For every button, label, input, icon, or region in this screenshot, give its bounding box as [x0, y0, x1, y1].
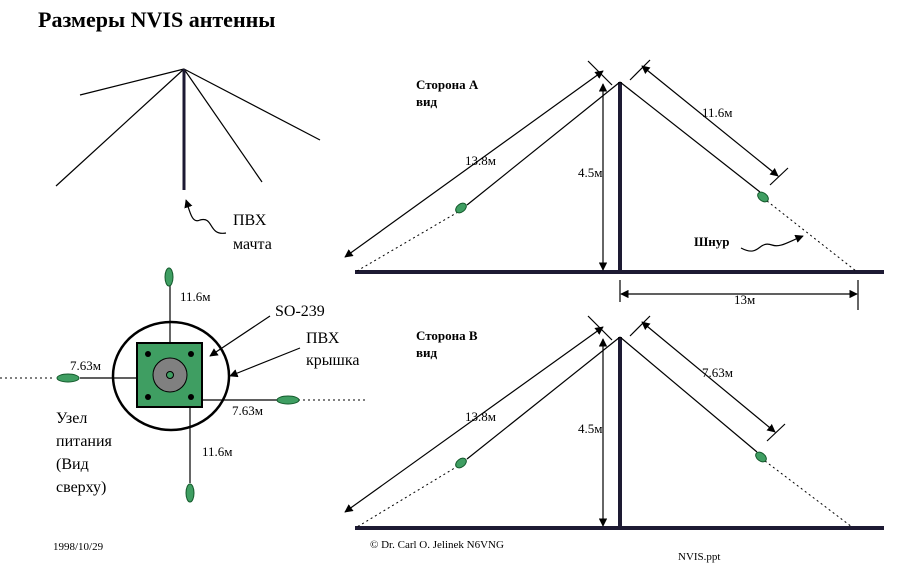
feed-dim-left: 7.63м — [70, 358, 101, 373]
left-element — [466, 336, 621, 460]
side-a-long-dim: 13.8м — [465, 153, 496, 168]
side-b-view: Сторона В вид 13.8м 4.5м 7.63м — [344, 315, 884, 530]
right-dim-arrow — [641, 65, 779, 177]
long-dim-arrow — [344, 326, 604, 513]
footer-copyright: © Dr. Carl O. Jelinek N6VNG — [370, 539, 504, 551]
pvc-cap-outline — [111, 320, 231, 432]
node-label-line4: сверху) — [56, 479, 106, 496]
mount-hole — [145, 351, 151, 357]
node-label-line3: (Вид — [56, 456, 89, 473]
mast-label-line2: мачта — [233, 236, 272, 253]
feed-dim-right: 7.63м — [232, 403, 263, 418]
mount-hole — [145, 394, 151, 400]
mount-hole — [188, 351, 194, 357]
side-a-base-dim: 13м — [734, 292, 755, 307]
footer-file: NVIS.ppt — [678, 551, 720, 563]
side-b-label-line2: вид — [416, 345, 438, 360]
diagram-title: Размеры NVIS антенны — [38, 7, 275, 32]
cord-label: Шнур — [694, 234, 730, 249]
right-element — [619, 336, 758, 453]
insulator — [455, 202, 467, 214]
cap-label-line1: ПВХ — [306, 330, 340, 347]
node-label-line2: питания — [56, 433, 113, 450]
side-a-view: Сторона А вид 13.8м 4.5м 11.6м Шнур 13м — [344, 59, 884, 310]
mount-hole — [188, 394, 194, 400]
insulator — [276, 395, 300, 405]
cap-label-line2: крышка — [306, 352, 359, 369]
left-element — [466, 81, 621, 206]
side-b-long-dim: 13.8м — [465, 409, 496, 424]
node-label-line1: Узел — [56, 410, 87, 427]
side-a-label-line2: вид — [416, 94, 438, 109]
side-b-label-line1: Сторона В — [416, 328, 478, 343]
mast-pointer-arrow — [184, 199, 227, 234]
side-a-right-dim: 11.6м — [702, 105, 733, 120]
umbrella-sketch: ПВХ мачта — [55, 68, 321, 253]
insulator — [755, 451, 767, 463]
long-dim-arrow — [344, 70, 604, 258]
cap-pointer — [229, 347, 301, 378]
feed-dim-top: 11.6м — [180, 289, 211, 304]
footer-date: 1998/10/29 — [53, 541, 104, 553]
insulator — [455, 457, 467, 469]
insulator — [185, 483, 195, 503]
side-b-right-dim: 7.63м — [702, 365, 733, 380]
side-b-height-dim: 4.5м — [578, 421, 602, 436]
mast-label-line1: ПВХ — [233, 212, 267, 229]
insulator — [757, 191, 769, 203]
insulator — [164, 267, 174, 287]
insulator — [56, 373, 80, 383]
so239-label: SO-239 — [275, 303, 325, 320]
right-dim-arrow — [641, 321, 776, 433]
side-a-height-dim: 4.5м — [578, 165, 602, 180]
right-element — [619, 81, 761, 193]
side-a-label-line1: Сторона А — [416, 77, 479, 92]
feed-dim-bottom: 11.6м — [202, 444, 233, 459]
cord-pointer — [740, 234, 804, 252]
feed-node: 11.6м 7.63м 7.63м 11.6м SO-239 ПВХ крышк… — [0, 267, 365, 503]
so239-pointer — [209, 315, 271, 357]
